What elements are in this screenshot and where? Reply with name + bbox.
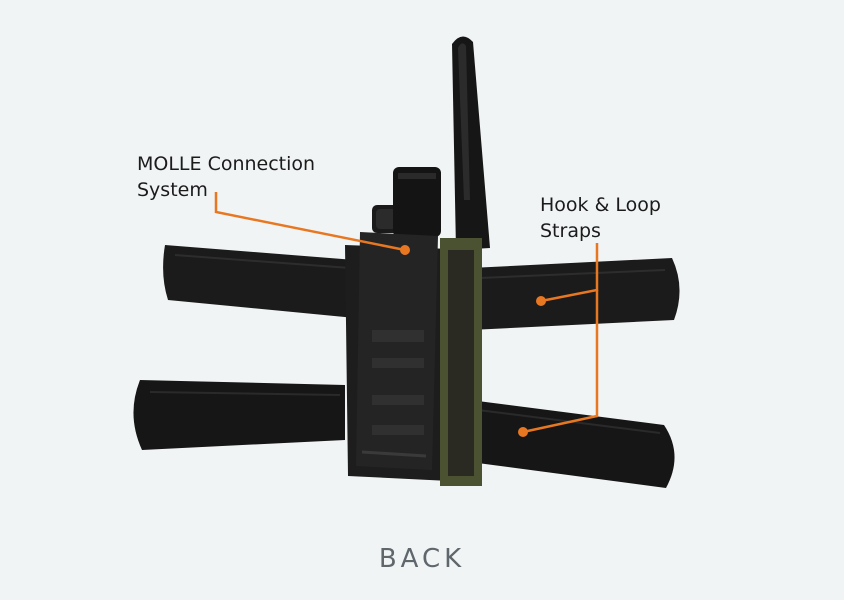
molle-callout-line bbox=[214, 192, 410, 255]
molle-callout-line1: MOLLE Connection bbox=[137, 153, 316, 175]
molle-connection-callout: MOLLE Connection System bbox=[137, 151, 357, 203]
lower-strap bbox=[133, 380, 675, 488]
pouch-body bbox=[345, 232, 482, 486]
molle-callout-line2: System bbox=[137, 179, 208, 201]
hook-loop-callout-line bbox=[518, 243, 599, 437]
molle-tab bbox=[393, 167, 441, 237]
view-label: BACK bbox=[378, 544, 466, 574]
hook-loop-straps-callout: Hook & Loop Straps bbox=[540, 192, 740, 244]
radio-antenna bbox=[452, 36, 490, 250]
hook-loop-callout-line1: Hook & Loop bbox=[540, 194, 661, 216]
hook-loop-callout-line2: Straps bbox=[540, 220, 601, 242]
